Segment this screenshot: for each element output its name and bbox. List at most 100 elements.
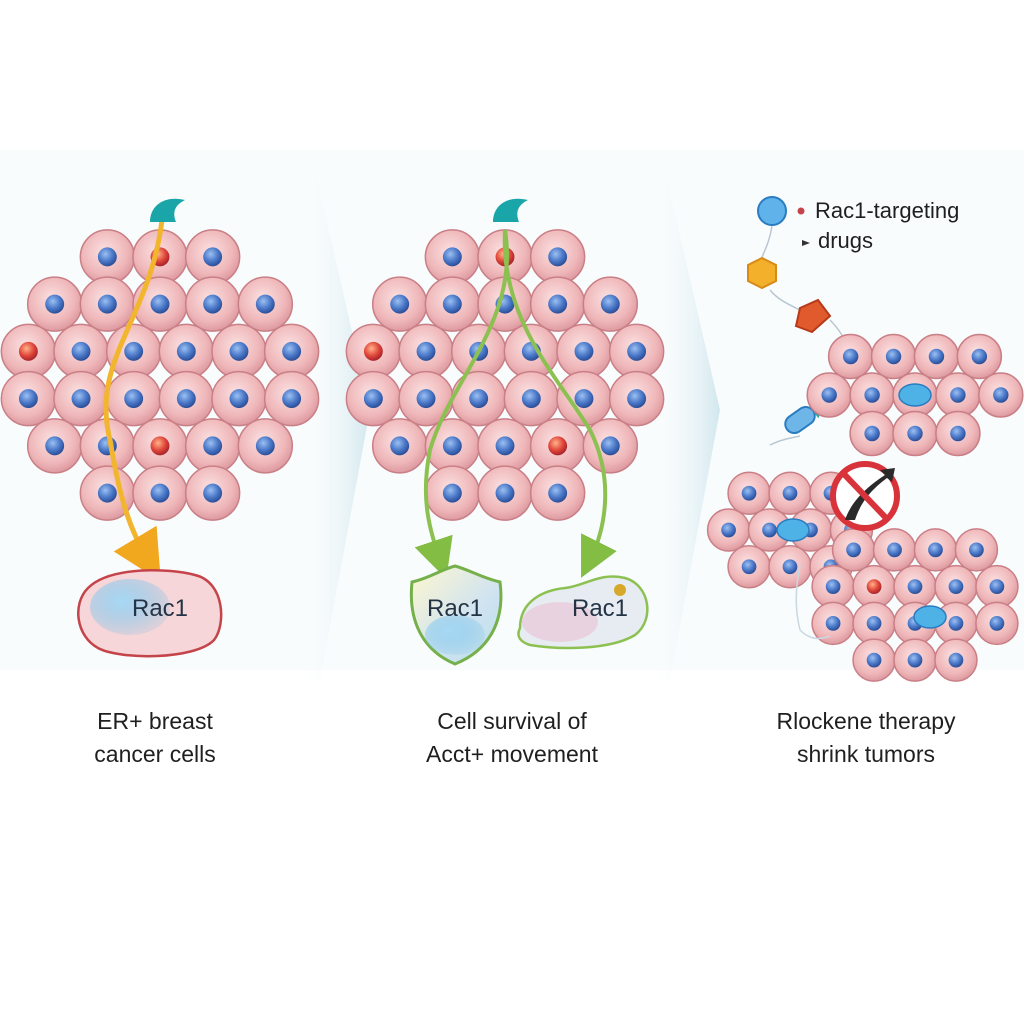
nucleus <box>866 652 882 668</box>
nucleus <box>363 341 383 361</box>
nucleus <box>521 389 541 409</box>
cell <box>582 276 639 332</box>
tumor-cluster-bottom <box>811 528 1019 682</box>
nucleus <box>864 387 880 403</box>
tumor-cluster-top <box>806 333 1024 457</box>
nucleus <box>442 436 462 456</box>
legend-bullet <box>797 207 805 215</box>
cell <box>345 370 402 427</box>
nucleus <box>45 436 65 456</box>
cell <box>727 471 771 515</box>
nucleus <box>390 294 410 314</box>
nucleus <box>600 436 620 456</box>
signal-arrow-green-right <box>502 229 617 578</box>
legend-pointer <box>802 240 810 246</box>
nucleus <box>600 294 620 314</box>
cell <box>978 372 1024 418</box>
nucleus <box>416 341 436 361</box>
nucleus <box>71 389 91 409</box>
nucleus <box>627 389 647 409</box>
nucleus <box>928 542 943 558</box>
cell <box>237 276 294 332</box>
nucleus <box>741 485 757 501</box>
cell <box>608 370 665 427</box>
rac1-shield: Rac1 <box>409 564 503 666</box>
nucleus <box>907 652 923 668</box>
nucleus <box>721 522 736 538</box>
cell <box>158 323 215 380</box>
nucleus <box>363 389 383 409</box>
cell <box>556 323 612 380</box>
cell <box>935 410 981 457</box>
nucleus <box>124 389 144 409</box>
cell <box>0 370 57 427</box>
nucleus <box>150 294 170 314</box>
nucleus <box>887 542 902 558</box>
nucleus <box>150 436 170 456</box>
nucleus <box>124 341 144 361</box>
cell <box>132 465 188 521</box>
nucleus <box>97 247 117 267</box>
cell <box>450 370 507 427</box>
drug-legend: Rac1-targeting drugs <box>747 196 959 351</box>
caption-line: cancer cells <box>94 741 216 767</box>
cell <box>768 545 812 589</box>
nucleus <box>907 425 923 442</box>
receptor-head-icon <box>150 198 185 222</box>
cell <box>184 418 241 474</box>
cell <box>529 418 586 474</box>
nucleus <box>469 389 489 409</box>
cell <box>872 528 917 572</box>
nucleus <box>864 425 880 442</box>
cell <box>26 276 83 332</box>
cell <box>211 370 267 427</box>
nucleus <box>950 425 966 442</box>
nucleus <box>574 341 594 361</box>
drug-sphere-icon <box>757 196 787 226</box>
connector-line <box>795 564 801 631</box>
rac1-label: Rac1 <box>132 595 188 622</box>
nucleus <box>442 247 462 267</box>
nucleus <box>71 341 91 361</box>
cell <box>827 333 874 380</box>
cell <box>893 638 937 682</box>
cell <box>892 410 938 457</box>
nucleus <box>176 389 196 409</box>
nucleus <box>948 616 964 631</box>
cell <box>184 276 241 332</box>
cell <box>184 465 241 521</box>
nucleus <box>548 483 568 503</box>
caption-panel-1: ER+ breast cancer cells <box>5 705 305 771</box>
cell <box>811 564 855 609</box>
nucleus <box>150 483 170 503</box>
caption-line: Cell survival of <box>437 708 587 734</box>
nucleus <box>45 294 65 314</box>
cell <box>0 323 57 380</box>
signal-arrow-green-left <box>414 229 509 579</box>
cell <box>975 601 1019 646</box>
cell <box>768 471 812 515</box>
cell <box>184 229 241 285</box>
cell <box>424 276 481 332</box>
cell <box>371 276 428 332</box>
nucleus <box>971 348 988 365</box>
nucleus <box>907 579 923 594</box>
cell <box>105 323 162 380</box>
nucleus <box>442 483 462 503</box>
cell <box>53 323 109 380</box>
cell <box>913 333 960 380</box>
cell <box>237 418 294 474</box>
nucleus <box>203 436 223 456</box>
cell <box>934 564 978 609</box>
cell <box>263 370 320 427</box>
nucleus <box>993 387 1009 403</box>
nucleus <box>969 542 984 558</box>
rac1-moving-cell: Rac1 <box>517 575 649 650</box>
connector-line <box>799 629 831 640</box>
nucleus <box>846 542 861 558</box>
nucleus <box>176 341 196 361</box>
nucleus <box>989 579 1005 594</box>
cell <box>582 418 639 474</box>
cell <box>529 229 586 285</box>
nucleus <box>203 483 223 503</box>
